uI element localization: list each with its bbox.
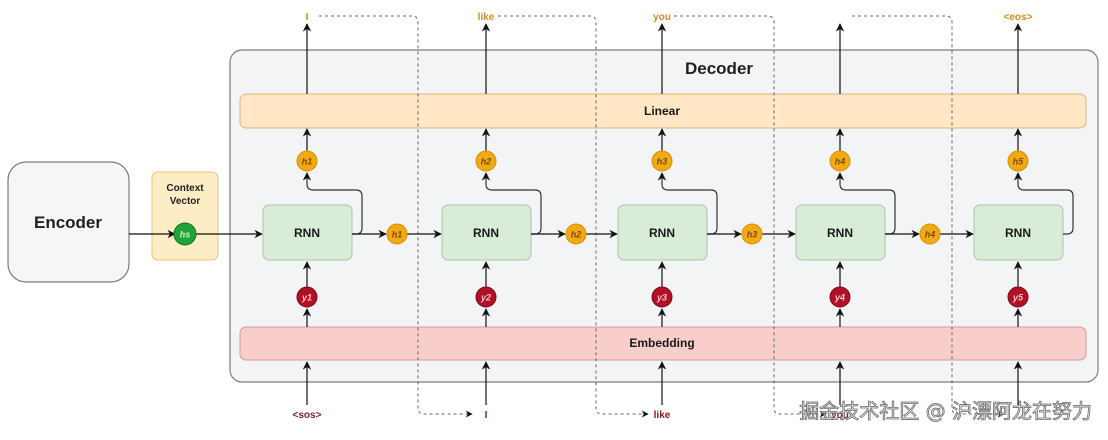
output-state-circle-shape [475,150,497,172]
output-state-circle: h1 [296,150,318,172]
output-state-circle: h4 [829,150,851,172]
input-vector-circle-shape [651,286,673,308]
feedback-connectors [319,15,1005,418]
rnn-cell-box [441,204,532,261]
linear-label: Linear [644,104,680,118]
output-state-circle-label: h1 [302,157,313,167]
hidden-state-circle: h1 [386,223,408,245]
input-token: you [831,410,849,421]
input-vector-circle-shape [829,286,851,308]
output-state-circle-label: h4 [835,157,846,167]
input-vector-circle-label: y2 [480,293,491,303]
hidden-state-circle-shape [741,223,763,245]
hidden-state-circle: h3 [741,223,763,245]
context-state-label: hs [180,230,191,240]
hidden-state-circle-shape [565,223,587,245]
encoder-block: Encoder [7,161,130,283]
input-vector-circle-label: y5 [1012,293,1024,303]
rnn-cell: RNN [262,204,353,261]
rnn-cell-label: RNN [473,226,499,240]
output-state-circle-label: h3 [657,157,668,167]
input-vector-circle-label: y3 [656,293,667,303]
context-vector-label-line2: Vector [170,196,201,207]
state-to-output-arrow [302,172,363,235]
hidden-state-circle-label: h2 [571,230,582,240]
state-to-output-arrow [657,172,718,235]
hidden-state-circle-label: h1 [392,230,403,240]
rnn-cell: RNN [795,204,886,261]
hidden-state-circle-label: h3 [747,230,758,240]
state-to-output-arrow [481,172,542,235]
input-vector-circle-shape [296,286,318,308]
watermark: 掘金技术社区 @ 沪漂阿龙在努力 [799,399,1092,423]
rnn-cell-box [795,204,886,261]
output-token: <eos> [1004,12,1033,23]
input-vector-circle: y5 [1007,286,1029,308]
rnn-cell-box [262,204,353,261]
feedback-connector-4 [852,15,1005,418]
feedback-connector-2 [498,15,649,418]
rnn-cell: RNN [441,204,532,261]
input-vector-circle: y4 [829,286,851,308]
rnn-cell: RNN [973,204,1064,261]
input-token: like [654,410,671,421]
feedback-connector-1 [319,15,473,418]
hidden-state-circle-label: h4 [925,230,936,240]
encoder-label: Encoder [34,213,102,232]
input-token: <sos> [293,410,322,421]
input-vector-circle-shape [1007,286,1029,308]
input-vector-circle: y2 [475,286,497,308]
output-state-circle-label: h2 [481,157,492,167]
input-vector-circle: y1 [296,286,318,308]
context-vector-block: Context Vector [151,171,219,261]
output-state-circle-shape [651,150,673,172]
output-state-circle-shape [829,150,851,172]
decoder-title: Decoder [685,59,753,78]
rnn-cell-label: RNN [1005,226,1031,240]
input-vector-circle-label: y1 [301,293,312,303]
input-vector-circle-label: y4 [834,293,845,303]
embedding-layer: Embedding [239,326,1087,361]
context-state-circle: hs [173,222,197,246]
hidden-state-circle-shape [386,223,408,245]
hidden-state-circle: h4 [919,223,941,245]
encoder-to-decoder-arrows: hs [129,222,263,246]
input-token: I [485,410,488,421]
output-state-circle: h5 [1007,150,1029,172]
embedding-label: Embedding [629,336,694,350]
output-token: like [478,12,495,23]
decoder-step-1: RNN h1 y1 I <sos> h1 [262,12,442,421]
decoder-step-3: RNN h3 y3 you like h3 [617,12,796,421]
context-vector-label-line1: Context [166,183,204,194]
output-state-circle: h2 [475,150,497,172]
rnn-cell: RNN [617,204,708,261]
rnn-cell-box [973,204,1064,261]
feedback-connector-3 [674,15,827,418]
rnn-cell-label: RNN [649,226,675,240]
rnn-cell-box [617,204,708,261]
output-state-circle-shape [296,150,318,172]
output-state-circle: h3 [651,150,673,172]
decoder-step-4: RNN h4 y4 you h4 [795,23,974,421]
output-state-circle-label: h5 [1013,157,1024,167]
hidden-state-circle: h2 [565,223,587,245]
output-state-circle-shape [1007,150,1029,172]
input-vector-circle-shape [475,286,497,308]
state-to-output-arrow [1013,172,1074,235]
input-vector-circle: y3 [651,286,673,308]
output-token: I [306,12,309,23]
linear-layer: Linear [239,93,1087,129]
rnn-cell-label: RNN [294,226,320,240]
state-to-output-arrow [835,172,896,235]
decoder-step-5: RNN h5 y5 <eos> [973,12,1074,405]
output-token: you [653,12,671,23]
hidden-state-circle-shape [919,223,941,245]
rnn-cell-label: RNN [827,226,853,240]
